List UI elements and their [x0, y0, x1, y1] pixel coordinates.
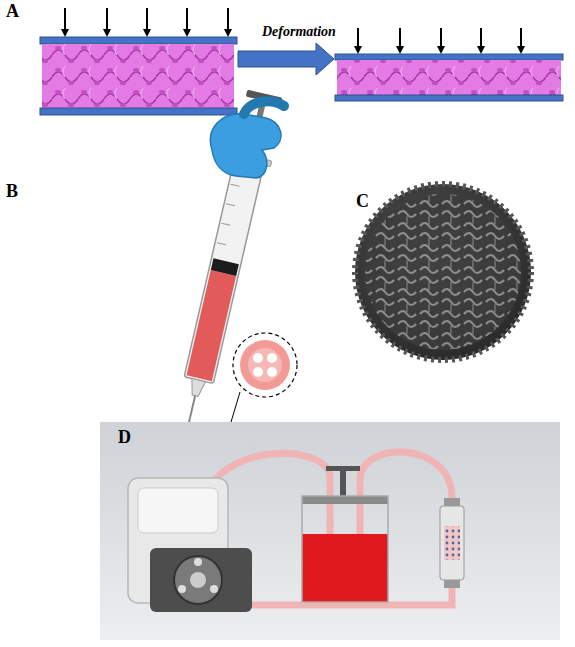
panel-background — [100, 422, 560, 640]
compression-right — [335, 28, 563, 101]
compression-left — [40, 8, 237, 115]
panel-letter: C — [356, 192, 369, 212]
panel-letter: B — [6, 182, 18, 202]
arrow-label: Deformation — [262, 24, 336, 39]
panel-letter: A — [6, 2, 19, 22]
bioreactor-chamber — [440, 498, 464, 588]
process-arrow — [238, 43, 334, 75]
panel-letter: D — [118, 428, 131, 448]
medium-reservoir — [302, 466, 388, 602]
peristaltic-pump — [128, 478, 252, 612]
glove-hand — [210, 101, 284, 178]
scaffold-disc — [355, 184, 531, 360]
